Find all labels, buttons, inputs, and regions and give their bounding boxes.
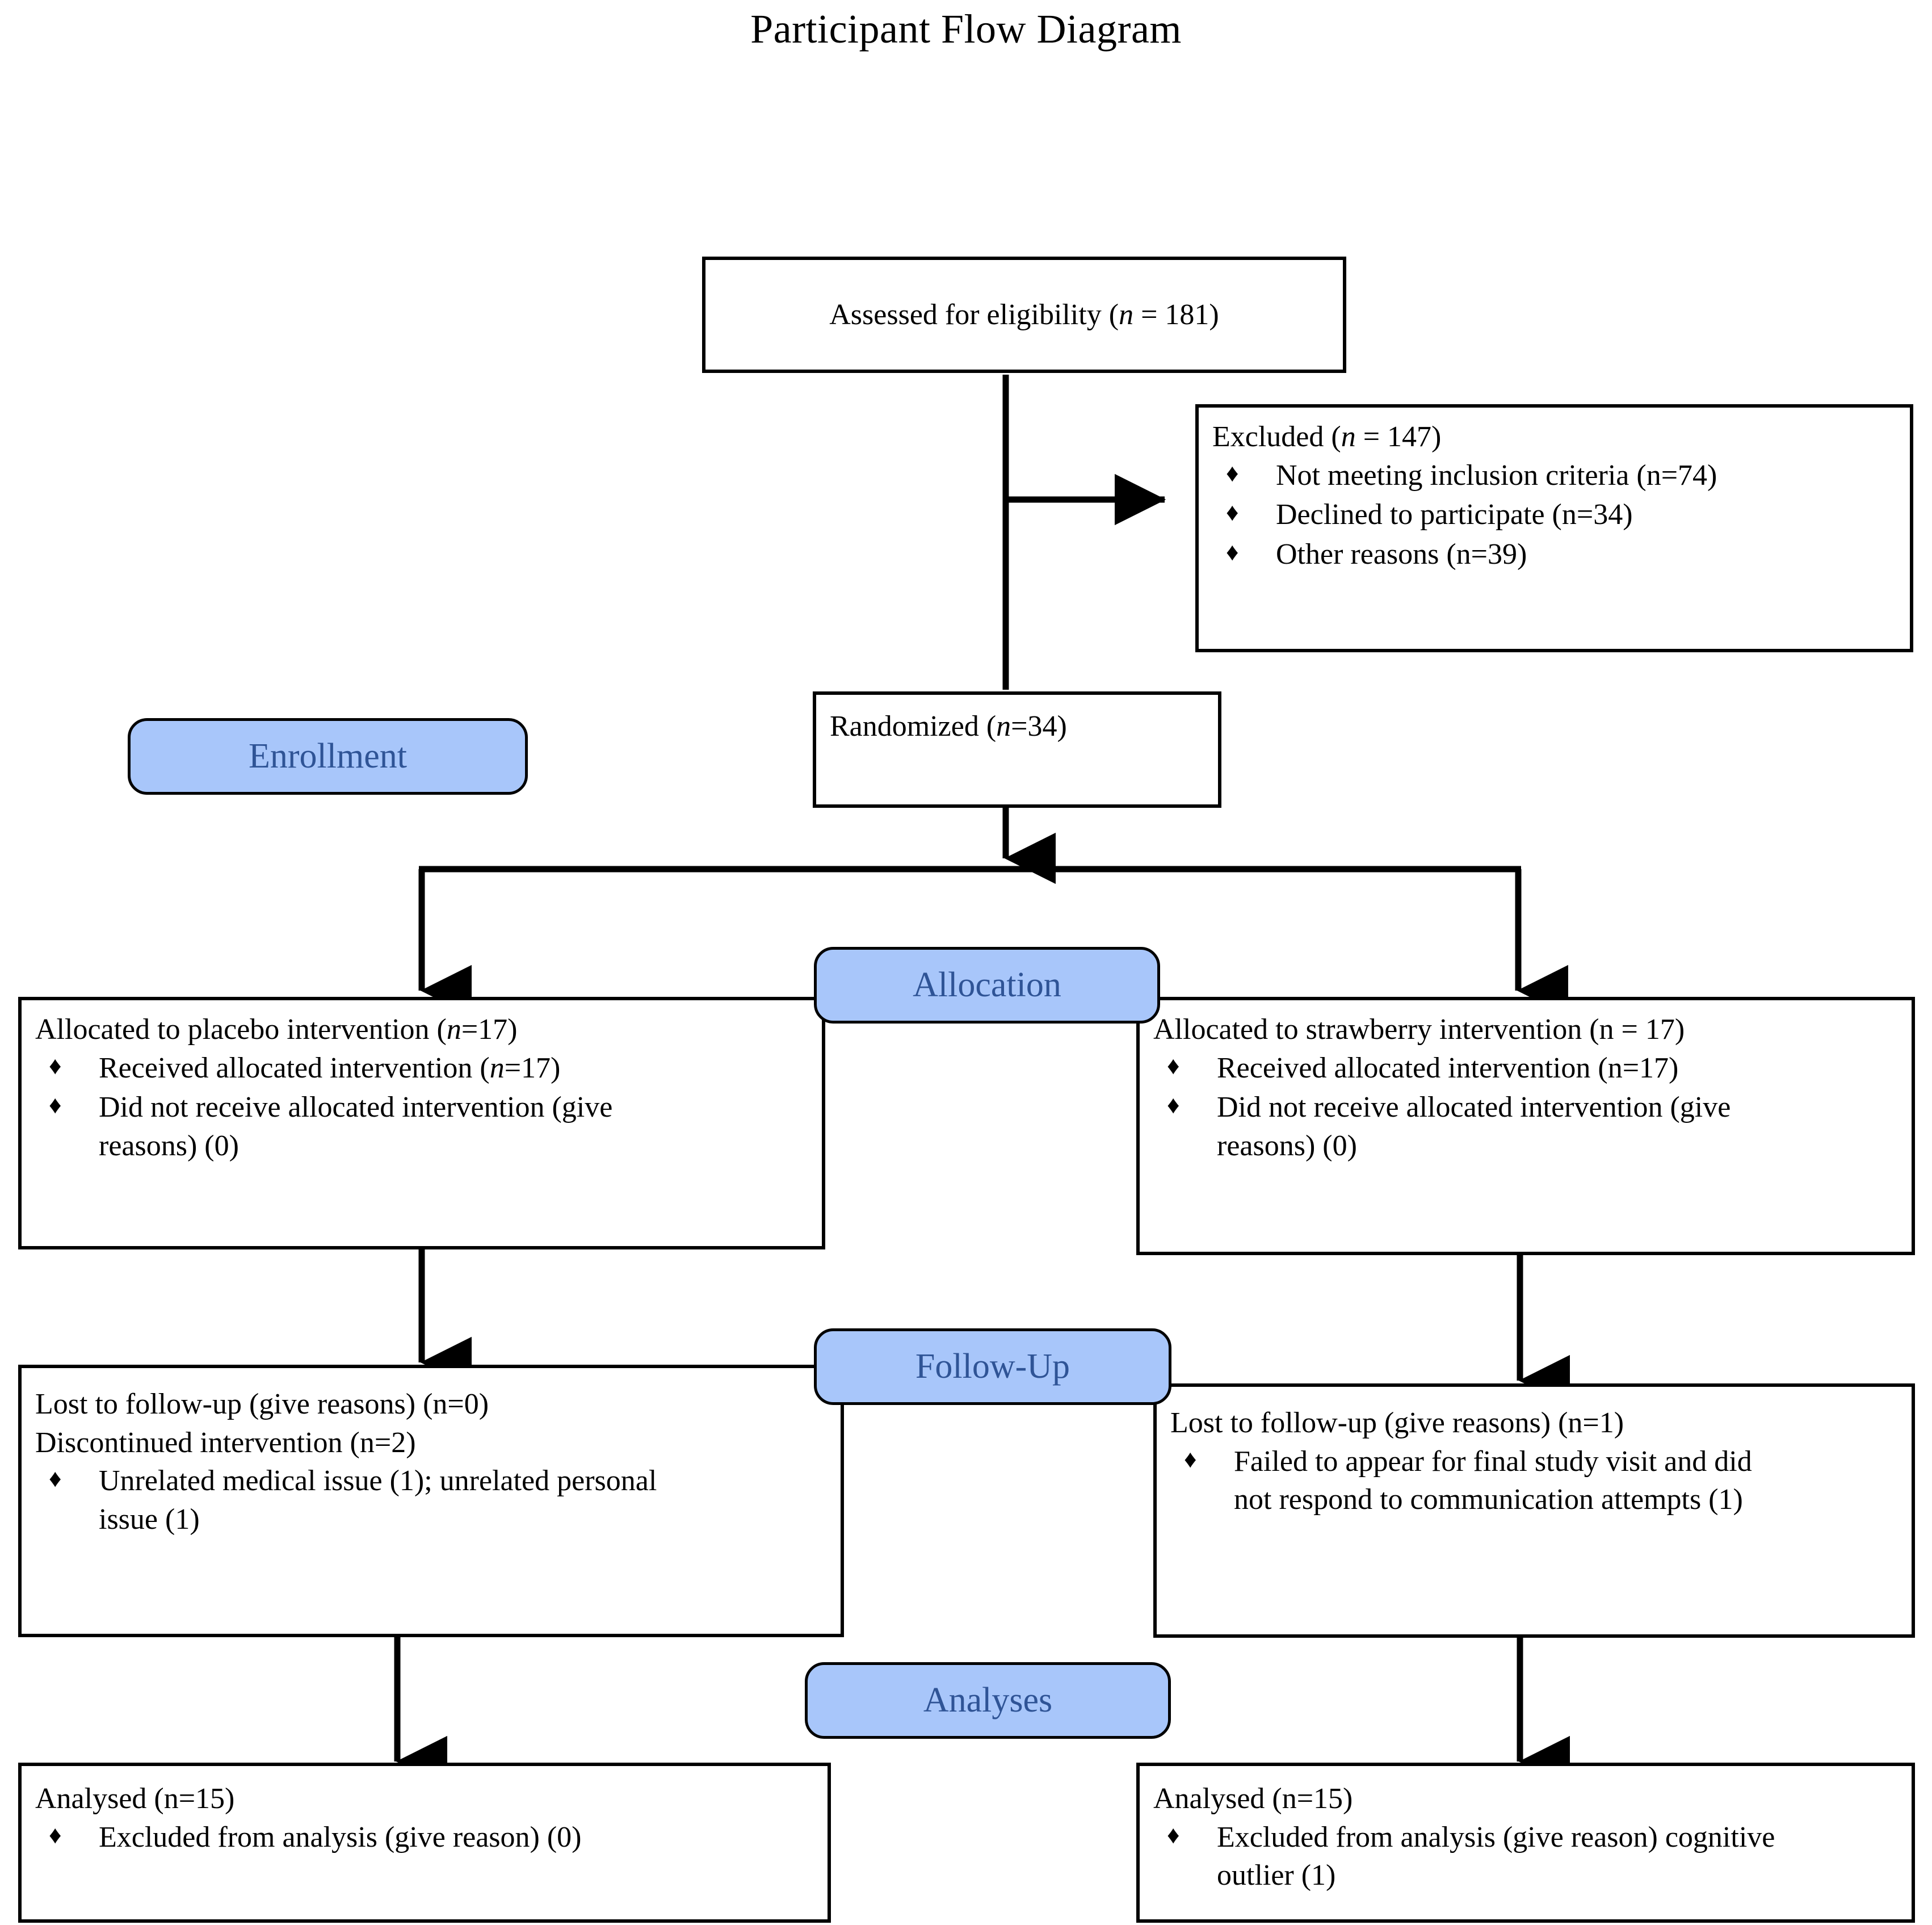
list-item-label-cont: reasons) (0) bbox=[1217, 1129, 1357, 1162]
page-title: Participant Flow Diagram bbox=[750, 6, 1182, 52]
analysed-strawberry-list: ♦ Excluded from analysis (give reason) c… bbox=[1153, 1818, 1897, 1895]
list-item-label-cont: reasons) (0) bbox=[99, 1129, 239, 1162]
eligibility-headline: Assessed for eligibility (n = 181) bbox=[829, 298, 1219, 331]
diamond-bullet-icon: ♦ bbox=[1184, 1445, 1197, 1473]
excluded-reason-list: ♦ Not meeting inclusion criteria (n=74) … bbox=[1212, 456, 1895, 574]
stage-badge-label: Enrollment bbox=[249, 737, 407, 775]
stage-badge-label: Allocation bbox=[913, 966, 1061, 1004]
list-item: ♦ Excluded from analysis (give reason) c… bbox=[1153, 1818, 1897, 1895]
randomized-headline: Randomized (n=34) bbox=[830, 710, 1067, 743]
diamond-bullet-icon: ♦ bbox=[49, 1091, 62, 1119]
analysed-placebo-headline: Analysed (n=15) bbox=[35, 1783, 235, 1815]
list-item-label: Declined to participate (n=34) bbox=[1276, 498, 1633, 531]
allocated-strawberry-list: ♦ Received allocated intervention (n=17)… bbox=[1153, 1049, 1897, 1165]
list-item: ♦ Declined to participate (n=34) bbox=[1212, 496, 1895, 534]
followup-placebo-line-2: Discontinued intervention (n=2) bbox=[35, 1426, 416, 1459]
excluded-headline: Excluded (n = 147) bbox=[1212, 421, 1442, 453]
list-item-label: Unrelated medical issue (1); unrelated p… bbox=[99, 1465, 657, 1498]
list-item: ♦ Did not receive allocated intervention… bbox=[1153, 1088, 1897, 1165]
list-item-label-cont: outlier (1) bbox=[1217, 1859, 1336, 1892]
stage-badge-label: Analyses bbox=[923, 1681, 1053, 1720]
node-allocated-strawberry: Allocated to strawberry intervention (n … bbox=[1136, 997, 1915, 1255]
list-item-label: Received allocated intervention (n=17) bbox=[1217, 1051, 1679, 1084]
list-item-label: Did not receive allocated intervention (… bbox=[1217, 1091, 1731, 1124]
diamond-bullet-icon: ♦ bbox=[1226, 538, 1239, 566]
list-item: ♦ Unrelated medical issue (1); unrelated… bbox=[35, 1462, 826, 1538]
node-assessed-for-eligibility: Assessed for eligibility (n = 181) bbox=[702, 257, 1346, 373]
list-item-label: Excluded from analysis (give reason) (0) bbox=[99, 1821, 582, 1853]
diamond-bullet-icon: ♦ bbox=[1167, 1051, 1180, 1080]
list-item-label-cont: issue (1) bbox=[99, 1503, 200, 1536]
allocated-placebo-list: ♦ Received allocated intervention (n=17)… bbox=[35, 1049, 807, 1165]
list-item-label-cont: not respond to communication attempts (1… bbox=[1234, 1483, 1743, 1516]
list-item: ♦ Other reasons (n=39) bbox=[1212, 535, 1895, 574]
node-analysed-placebo: Analysed (n=15) ♦ Excluded from analysis… bbox=[18, 1763, 831, 1923]
list-item-label: Other reasons (n=39) bbox=[1276, 538, 1527, 571]
followup-strawberry-line-1: Lost to follow-up (give reasons) (n=1) bbox=[1170, 1407, 1624, 1439]
stage-badge-analyses: Analyses bbox=[805, 1662, 1171, 1739]
list-item: ♦ Failed to appear for final study visit… bbox=[1170, 1442, 1897, 1519]
allocated-placebo-headline: Allocated to placebo intervention (n=17) bbox=[35, 1013, 518, 1046]
list-item: ♦ Excluded from analysis (give reason) (… bbox=[35, 1818, 813, 1857]
diamond-bullet-icon: ♦ bbox=[1167, 1091, 1180, 1119]
analysed-placebo-list: ♦ Excluded from analysis (give reason) (… bbox=[35, 1818, 813, 1857]
followup-placebo-line-1: Lost to follow-up (give reasons) (n=0) bbox=[35, 1388, 489, 1420]
node-excluded: Excluded (n = 147) ♦ Not meeting inclusi… bbox=[1195, 404, 1913, 652]
list-item-label: Excluded from analysis (give reason) cog… bbox=[1217, 1821, 1775, 1853]
list-item: ♦ Received allocated intervention (n=17) bbox=[35, 1049, 807, 1088]
list-item-label: Not meeting inclusion criteria (n=74) bbox=[1276, 459, 1717, 492]
list-item-label: Failed to appear for final study visit a… bbox=[1234, 1445, 1752, 1478]
list-item-label: Did not receive allocated intervention (… bbox=[99, 1091, 613, 1124]
followup-placebo-list: ♦ Unrelated medical issue (1); unrelated… bbox=[35, 1462, 826, 1538]
allocated-strawberry-headline: Allocated to strawberry intervention (n … bbox=[1153, 1013, 1685, 1046]
analysed-strawberry-headline: Analysed (n=15) bbox=[1153, 1783, 1353, 1815]
list-item: ♦ Received allocated intervention (n=17) bbox=[1153, 1049, 1897, 1088]
diamond-bullet-icon: ♦ bbox=[1226, 498, 1239, 527]
list-item: ♦ Not meeting inclusion criteria (n=74) bbox=[1212, 456, 1895, 495]
node-followup-strawberry: Lost to follow-up (give reasons) (n=1) ♦… bbox=[1153, 1383, 1915, 1638]
node-analysed-strawberry: Analysed (n=15) ♦ Excluded from analysis… bbox=[1136, 1763, 1915, 1923]
node-followup-placebo: Lost to follow-up (give reasons) (n=0) D… bbox=[18, 1365, 844, 1637]
diamond-bullet-icon: ♦ bbox=[49, 1465, 62, 1493]
followup-strawberry-list: ♦ Failed to appear for final study visit… bbox=[1170, 1442, 1897, 1519]
stage-badge-followup: Follow-Up bbox=[814, 1328, 1171, 1405]
diamond-bullet-icon: ♦ bbox=[1167, 1821, 1180, 1849]
diamond-bullet-icon: ♦ bbox=[1226, 459, 1239, 487]
stage-badge-allocation: Allocation bbox=[814, 947, 1160, 1024]
stage-badge-enrollment: Enrollment bbox=[128, 718, 528, 795]
diamond-bullet-icon: ♦ bbox=[49, 1051, 62, 1080]
node-randomized: Randomized (n=34) bbox=[813, 691, 1221, 808]
diamond-bullet-icon: ♦ bbox=[49, 1821, 62, 1849]
stage-badge-label: Follow-Up bbox=[915, 1347, 1070, 1386]
list-item: ♦ Did not receive allocated intervention… bbox=[35, 1088, 807, 1165]
list-item-label: Received allocated intervention (n=17) bbox=[99, 1051, 561, 1084]
node-allocated-placebo: Allocated to placebo intervention (n=17)… bbox=[18, 997, 825, 1249]
